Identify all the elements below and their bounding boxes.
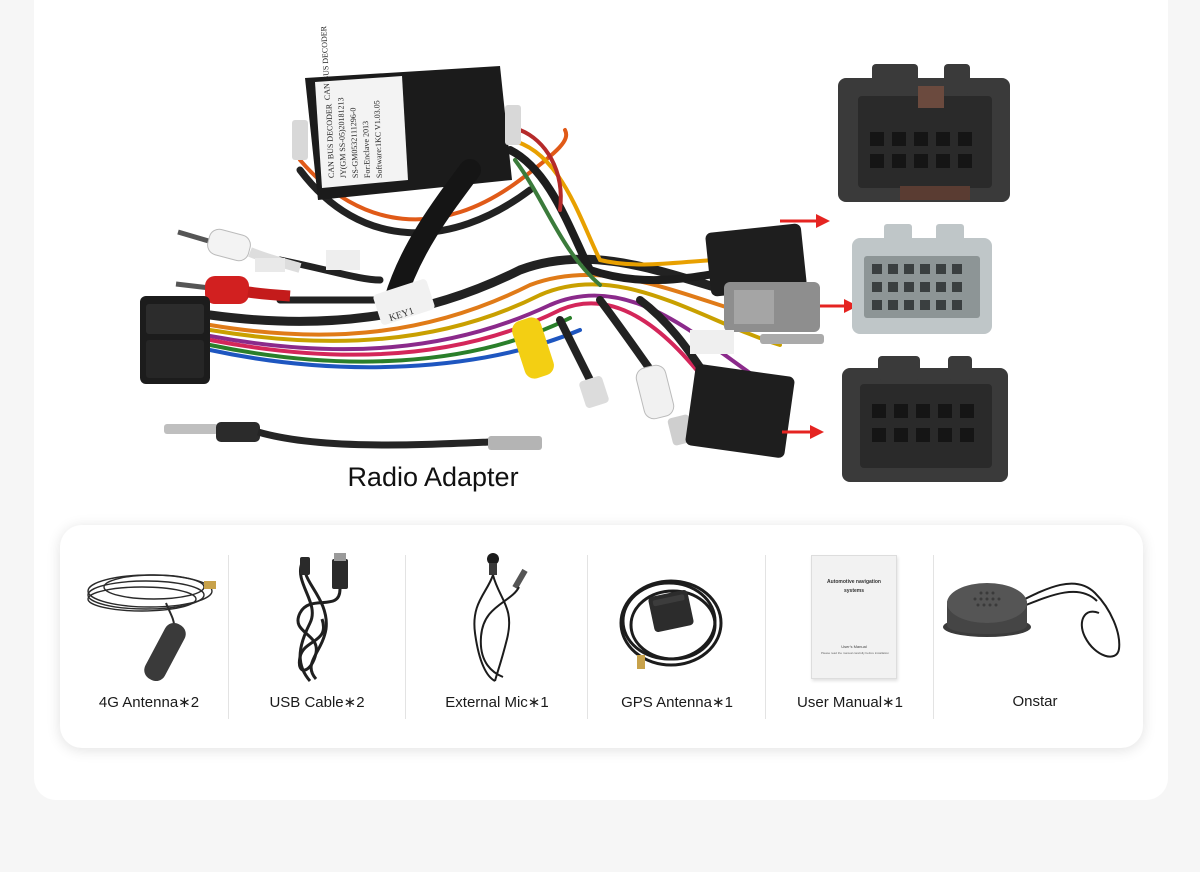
red-arrow-icon [780, 214, 830, 228]
accessories-panel: 4G Antenna∗2 USB Cable∗2 External Mic∗1 [60, 525, 1143, 748]
decoder-label-line: For:Enclave 2013 [361, 121, 372, 178]
4g-antenna-icon [87, 574, 216, 682]
accessory-label: User Manual∗1 [797, 694, 903, 711]
accessory-external-mic: External Mic∗1 [407, 525, 587, 748]
accessory-label: USB Cable∗2 [269, 694, 365, 711]
decoder-plug-left [292, 120, 308, 160]
rca-yellow-plug [512, 317, 609, 408]
white-tag-3 [690, 330, 734, 354]
metal-pin [760, 334, 824, 344]
divider [587, 555, 588, 719]
accessory-user-manual: Automotive navigation systems User's Man… [767, 525, 933, 748]
can-bus-decoder-box: CAN BUS DECODER [305, 25, 512, 200]
radio-adapter-illustration: CAN BUS DECODER CAN BUS DECODER JY(GM SS… [140, 25, 1010, 492]
harness-svg: CAN BUS DECODER CAN BUS DECODER JY(GM SS… [140, 25, 1010, 482]
decoder-label-line: CAN BUS DECODER [319, 25, 332, 100]
decoder-label: CAN BUS DECODER JY(GM SS-05)20181213 SS-… [324, 97, 384, 178]
accessory-label: Onstar [1012, 693, 1058, 710]
red-arrow-icon [782, 425, 824, 439]
key-tag [373, 279, 435, 325]
divider [228, 555, 229, 719]
manual-footer-title: User's Manual [841, 644, 867, 649]
connector-face-top [838, 64, 1010, 202]
black-connector-lower [685, 364, 795, 458]
manual-title-line: systems [843, 588, 864, 594]
rca-red-plug [175, 276, 291, 304]
accessory-gps-antenna: GPS Antenna∗1 [589, 525, 765, 748]
accessory-label: 4G Antenna∗2 [98, 694, 200, 711]
gray-connector-mid [724, 282, 820, 332]
radio-adapter-label: Radio Adapter [347, 462, 519, 492]
divider [765, 555, 766, 719]
connector-face-middle [852, 224, 992, 334]
gps-antenna-icon [619, 579, 723, 669]
white-tag-2 [326, 250, 360, 270]
antenna-adapter-cable [164, 422, 542, 450]
accessory-4g-antenna: 4G Antenna∗2 [70, 525, 228, 748]
accessory-label: GPS Antenna∗1 [621, 694, 733, 711]
main-connector-left [140, 296, 210, 384]
divider [933, 555, 934, 719]
black-connector-upper [705, 223, 807, 297]
user-manual-icon: Automotive navigation systems User's Man… [767, 553, 933, 685]
decoder-label-line: SS-GM0532111296-0 [349, 107, 360, 178]
accessory-usb-cable: USB Cable∗2 [230, 525, 404, 748]
accessory-label: External Mic∗1 [445, 694, 549, 711]
connector-face-bottom [842, 356, 1008, 482]
onstar-speaker-icon [943, 582, 1121, 658]
decoder-plug-right [505, 105, 521, 145]
usb-cable-icon [296, 553, 348, 682]
manual-title-line: Automotive navigation [827, 579, 881, 585]
divider [405, 555, 406, 719]
manual-booklet: Automotive navigation systems User's Man… [811, 555, 897, 679]
decoder-label-line: CAN BUS DECODER [324, 103, 336, 178]
accessory-onstar: Onstar [935, 525, 1135, 748]
decoder-label-line: JY(GM SS-05)20181213 [336, 97, 348, 178]
black-sleeve [384, 159, 481, 311]
manual-footer-text: Please read the manual carefully before … [820, 651, 890, 655]
red-arrow-icon [820, 299, 858, 313]
decoder-label-line: Software:1KC V1.03.05 [372, 100, 384, 178]
rca-white-plug-2 [635, 364, 695, 446]
external-mic-icon [473, 553, 528, 682]
white-tag [255, 258, 285, 272]
manual-title: Automotive navigation systems [812, 578, 896, 596]
